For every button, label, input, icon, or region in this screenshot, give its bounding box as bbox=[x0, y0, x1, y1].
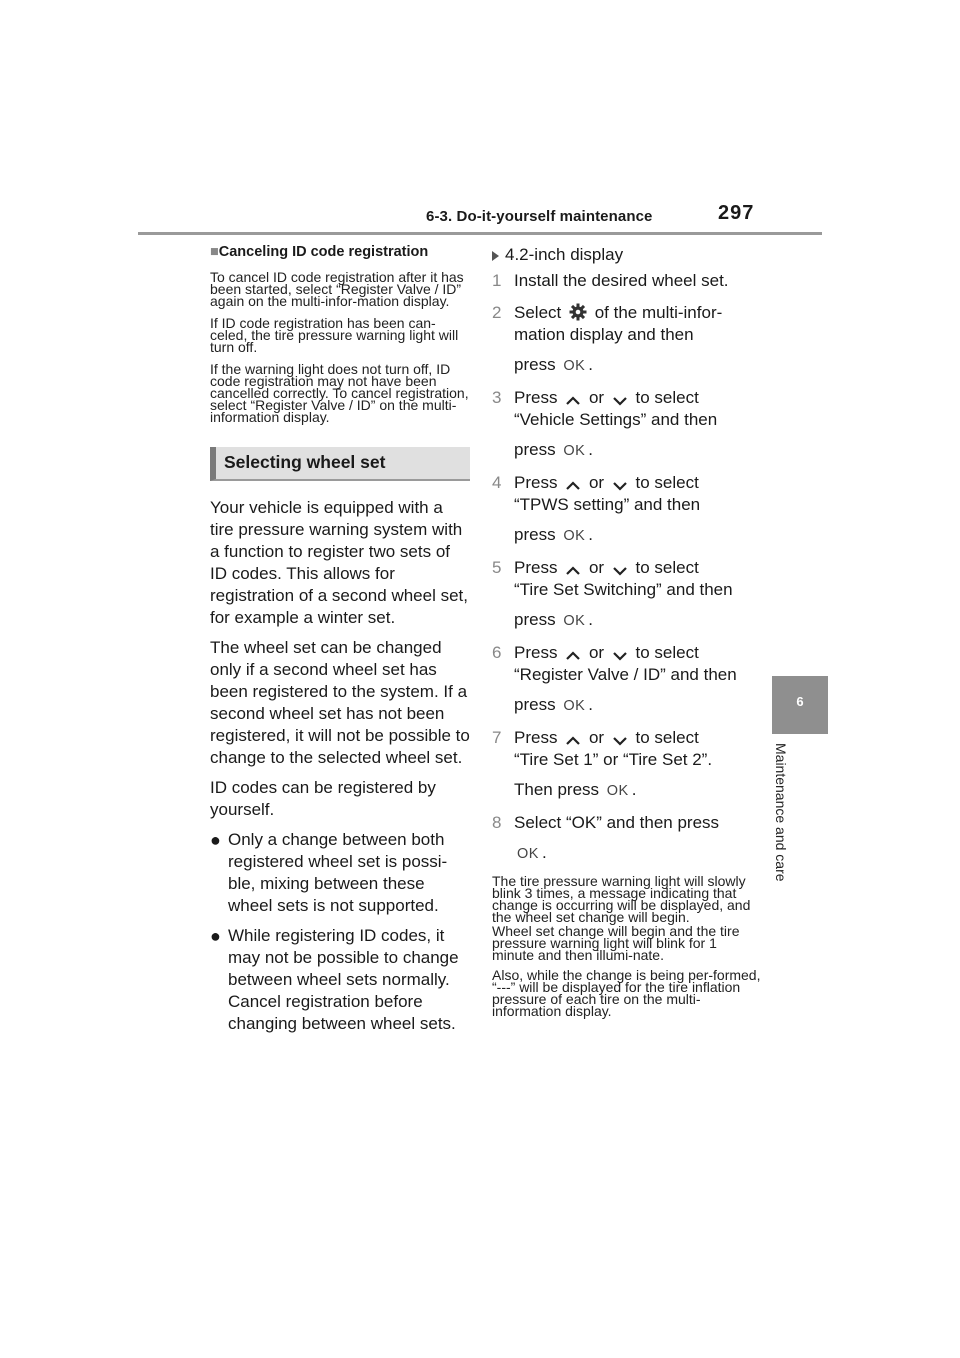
ok-button-icon: OK bbox=[563, 528, 586, 544]
body-paragraph-2: The wheel set can be changed only if a s… bbox=[210, 638, 470, 767]
body-paragraph-3: ID codes can be registered by yourself. bbox=[210, 778, 436, 819]
section-heading: Selecting wheel set bbox=[224, 452, 386, 472]
triangle-marker-icon bbox=[492, 250, 499, 261]
chevron-up-icon bbox=[566, 736, 580, 745]
note-paragraph-1: The tire pressure warning light will slo… bbox=[492, 873, 751, 925]
header-rule bbox=[138, 232, 822, 235]
gear-icon bbox=[569, 303, 587, 321]
bullet-dot-icon: ● bbox=[210, 926, 221, 946]
body-paragraph-1: Your vehicle is equipped with a tire pre… bbox=[210, 498, 468, 627]
chapter-number: 6 bbox=[796, 694, 804, 709]
ok-button-icon: OK bbox=[563, 698, 586, 714]
note-paragraph-3: Also, while the change is being per-form… bbox=[492, 967, 761, 1019]
canceling-paragraph-2: If ID code registration has been can-cel… bbox=[210, 315, 459, 355]
chapter-tab bbox=[772, 676, 828, 734]
step-7: 7 Press or to select “Tire Set 1” or “Ti… bbox=[492, 728, 713, 799]
chapter-label: Maintenance and care bbox=[768, 743, 796, 916]
page-number: 297 bbox=[718, 202, 755, 224]
left-column: ■Canceling ID code registration To cance… bbox=[210, 244, 470, 1043]
right-column: 4.2-inch display 1 Install the desired w… bbox=[492, 244, 762, 1025]
chevron-up-icon bbox=[566, 396, 580, 405]
chevron-up-icon bbox=[566, 651, 580, 660]
canceling-paragraph-1: To cancel ID code registration after it … bbox=[210, 269, 464, 309]
chevron-up-icon bbox=[566, 566, 580, 575]
chevron-up-icon bbox=[566, 481, 580, 490]
bullet-item: ● While registering ID codes, it may not… bbox=[210, 926, 459, 1033]
section-title: 6-3. Do-it-yourself maintenance bbox=[426, 208, 653, 225]
step-3: 3 Press or to select “Vehicle Settings” … bbox=[492, 388, 718, 459]
chevron-down-icon bbox=[613, 482, 627, 491]
step-1: 1 Install the desired wheel set. bbox=[492, 271, 729, 290]
ok-button-icon: OK bbox=[563, 358, 586, 374]
page-header: 6-3. Do-it-yourself maintenance 297 bbox=[0, 0, 960, 240]
bullet-dot-icon: ● bbox=[210, 830, 221, 850]
step-2: 2 Select of the multi-infor-mation displ… bbox=[492, 303, 723, 374]
step-5: 5 Press or to select “Tire Set Switching… bbox=[492, 558, 733, 629]
ok-button-icon: OK bbox=[563, 443, 586, 459]
ok-button-icon: OK bbox=[517, 846, 539, 862]
bullet-item: ● Only a change between both registered … bbox=[210, 830, 448, 915]
step-8: 8 Select “OK” and then press OK. bbox=[492, 813, 720, 862]
square-bullet-icon: ■ bbox=[210, 244, 219, 260]
canceling-heading: ■Canceling ID code registration bbox=[210, 244, 429, 260]
chevron-down-icon bbox=[613, 397, 627, 406]
step-4: 4 Press or to select “TPWS setting” and … bbox=[492, 473, 701, 544]
section-heading-box: Selecting wheel set bbox=[210, 447, 470, 481]
chevron-down-icon bbox=[613, 567, 627, 576]
chapter-title: Maintenance and care bbox=[773, 743, 789, 882]
ok-button-icon: OK bbox=[563, 613, 586, 629]
note-paragraph-2: Wheel set change will begin and the tire… bbox=[492, 923, 740, 963]
chevron-down-icon bbox=[613, 737, 627, 746]
ok-button-icon: OK bbox=[606, 783, 629, 799]
chevron-down-icon bbox=[613, 652, 627, 661]
display-heading: 4.2-inch display bbox=[492, 244, 762, 266]
canceling-paragraph-3: If the warning light does not turn off, … bbox=[210, 361, 469, 425]
step-6: 6 Press or to select “Register Valve / I… bbox=[492, 643, 737, 714]
